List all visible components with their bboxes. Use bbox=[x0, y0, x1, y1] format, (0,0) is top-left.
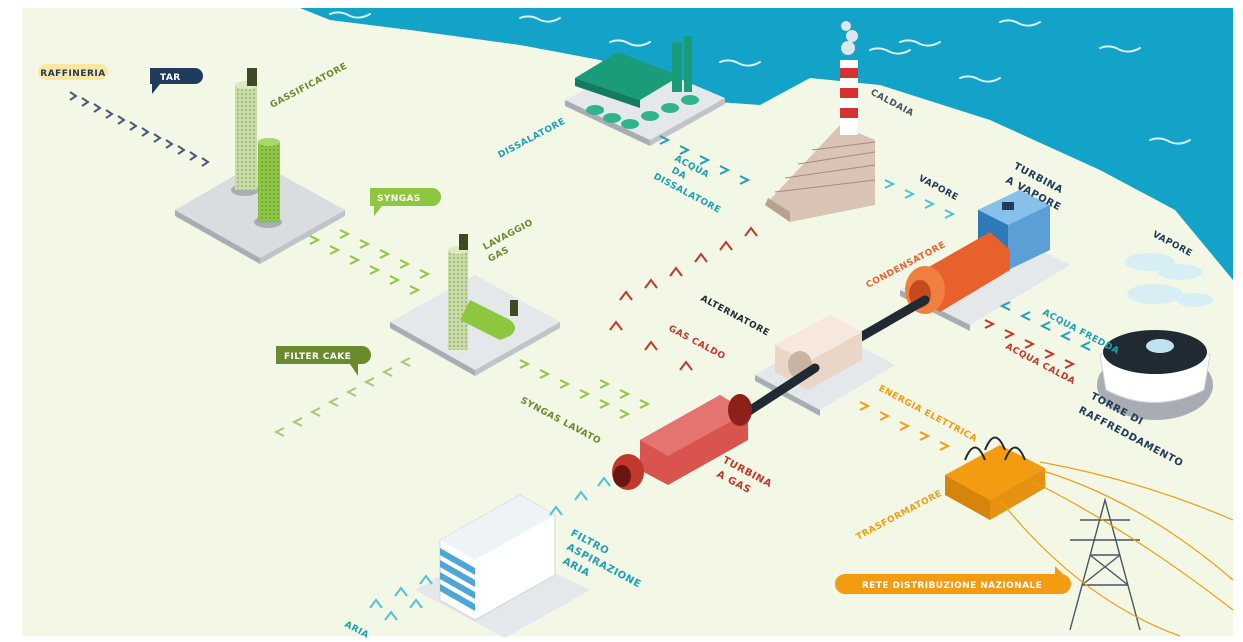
svg-text:TAR: TAR bbox=[160, 73, 181, 83]
arrows-acqua-dissalatore bbox=[659, 135, 751, 185]
arrows-filter-cake bbox=[273, 357, 411, 437]
dissalatore bbox=[565, 36, 725, 146]
tag-filter-cake: FILTER CAKE bbox=[276, 346, 371, 376]
tag-rete: RETE DISTRIBUZIONE NAZIONALE bbox=[835, 566, 1071, 594]
lavaggio-gas bbox=[390, 234, 560, 376]
svg-text:SYNGAS: SYNGAS bbox=[377, 194, 421, 204]
torre-raffreddamento bbox=[1097, 253, 1213, 420]
arrows-gas-caldo bbox=[609, 226, 758, 371]
sea-area bbox=[300, 8, 1233, 280]
caldaia bbox=[765, 21, 876, 222]
turbina-vapore bbox=[900, 190, 1070, 331]
svg-text:RAFFINERIA: RAFFINERIA bbox=[40, 69, 105, 79]
filtro-aria bbox=[415, 494, 590, 638]
arrows-aria bbox=[369, 476, 611, 621]
land-area bbox=[22, 8, 1233, 636]
waves bbox=[329, 11, 1191, 145]
arrows-raffineria bbox=[69, 91, 210, 167]
arrows-acqua-calda bbox=[984, 319, 1076, 369]
arrows-vapore bbox=[884, 179, 956, 219]
svg-text:FILTER CAKE: FILTER CAKE bbox=[284, 352, 351, 362]
arrows-acqua-fredda bbox=[999, 301, 1091, 351]
gassificatore bbox=[175, 68, 345, 264]
arrows-syngas bbox=[309, 229, 431, 295]
power-lines bbox=[999, 461, 1234, 637]
arrows-energia bbox=[859, 401, 951, 451]
tag-syngas: SYNGAS bbox=[370, 188, 441, 216]
pylon bbox=[1069, 497, 1141, 631]
tag-tar: TAR bbox=[150, 68, 203, 94]
alternatore bbox=[755, 295, 930, 416]
arrows-syngas-lavato bbox=[519, 359, 651, 419]
turbina-gas bbox=[612, 394, 752, 490]
tag-raffineria: RAFFINERIA bbox=[38, 64, 108, 80]
svg-text:RETE DISTRIBUZIONE NAZIONALE: RETE DISTRIBUZIONE NAZIONALE bbox=[862, 581, 1042, 591]
